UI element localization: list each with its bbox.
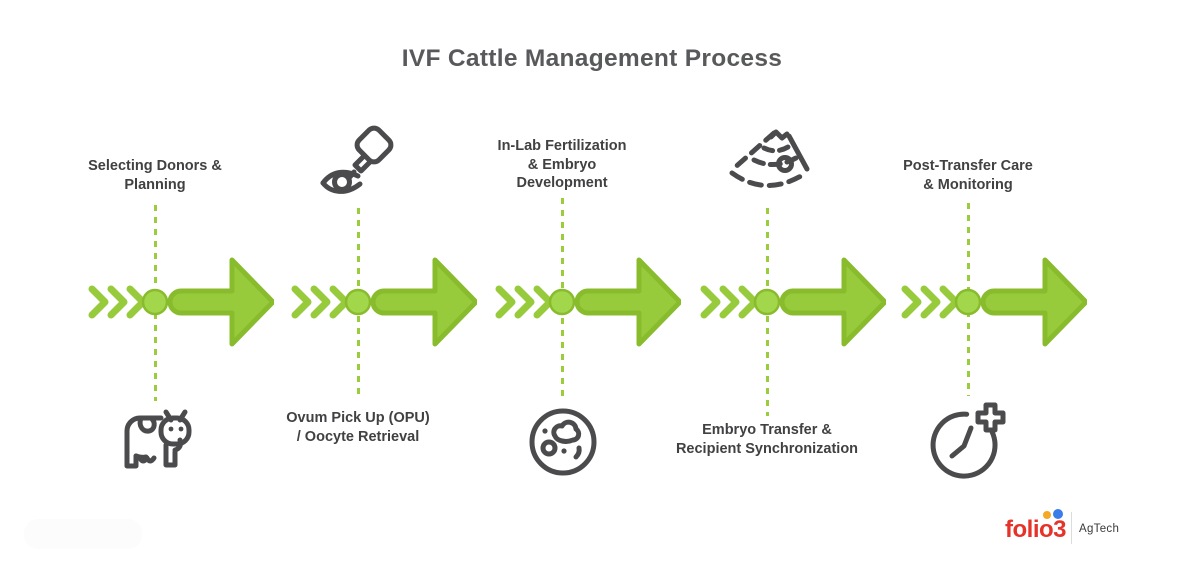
step-label-selecting-donors: Selecting Donors & Planning <box>88 158 222 193</box>
clock-plus-icon <box>930 402 1006 479</box>
flow-arrow-3 <box>495 257 681 347</box>
step-label-embryo-transfer: Embryo Transfer & Recipient Synchronizat… <box>675 422 859 457</box>
logo-brand-text: folio3 <box>1005 516 1067 543</box>
petri-dish-icon <box>529 408 597 476</box>
logo-division-text: AgTech <box>1079 523 1120 535</box>
flow-arrow-2 <box>291 257 477 347</box>
page-title: IVF Cattle Management Process <box>401 45 783 72</box>
step-label-in-lab-fertilization: In-Lab Fertilization & Embryo Developmen… <box>497 138 627 191</box>
folio3-agtech-logo: folio3 AgTech <box>1001 508 1131 548</box>
watermark-blob <box>24 519 142 549</box>
ultrasound-icon <box>729 129 810 188</box>
step-label-ovum-pick-up: Ovum Pick Up (OPU) / Oocyte Retrieval <box>286 410 430 445</box>
flow-arrow-1 <box>88 257 274 347</box>
cow-icon <box>124 409 192 469</box>
logo-divider <box>1071 512 1072 544</box>
dropper-icon <box>320 125 394 194</box>
step-label-post-transfer-care: Post-Transfer Care & Monitoring <box>903 158 1033 193</box>
flow-arrow-4 <box>700 257 886 347</box>
logo-blue-dot-icon <box>1053 509 1063 519</box>
flow-arrow-5 <box>901 257 1087 347</box>
logo-yellow-dot-icon <box>1043 511 1051 519</box>
